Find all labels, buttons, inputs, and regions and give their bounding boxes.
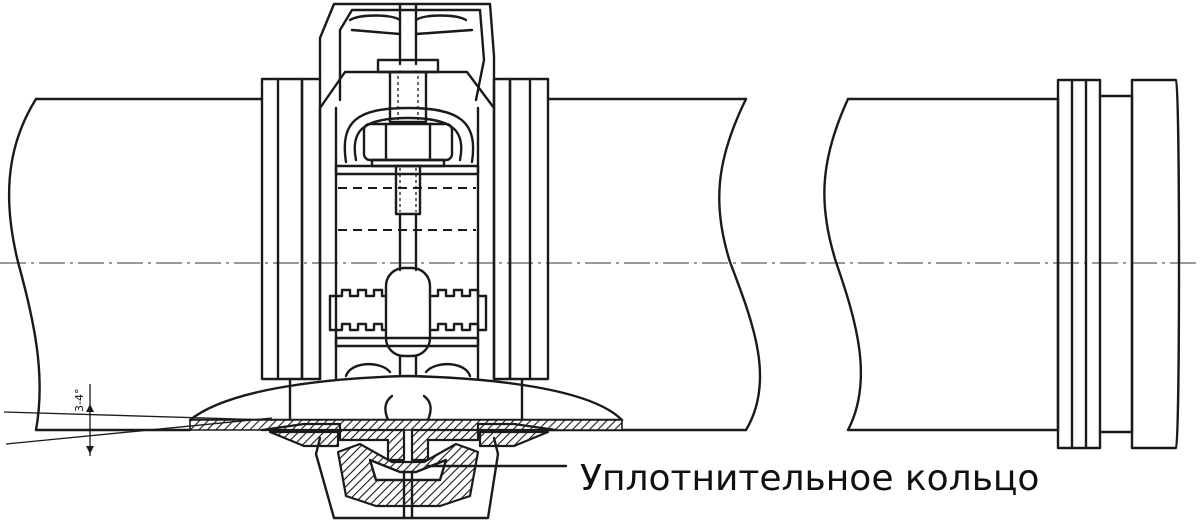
right-flange bbox=[492, 77, 550, 381]
left-pipe bbox=[7, 97, 264, 432]
sealing-ring-label: Уплотнительное кольцо bbox=[580, 458, 1039, 499]
left-flange bbox=[260, 77, 322, 381]
clamp-housing bbox=[318, 2, 496, 381]
middle-pipe bbox=[546, 97, 762, 432]
sealing-ring bbox=[314, 436, 500, 520]
right-pipe bbox=[823, 78, 1181, 450]
sealing-strip bbox=[189, 419, 623, 462]
angle-label: 3-4° bbox=[73, 389, 86, 412]
seal-wedge bbox=[188, 374, 624, 422]
angle-dimension: 3-4° bbox=[3, 384, 273, 456]
clamp-interior bbox=[328, 164, 488, 378]
